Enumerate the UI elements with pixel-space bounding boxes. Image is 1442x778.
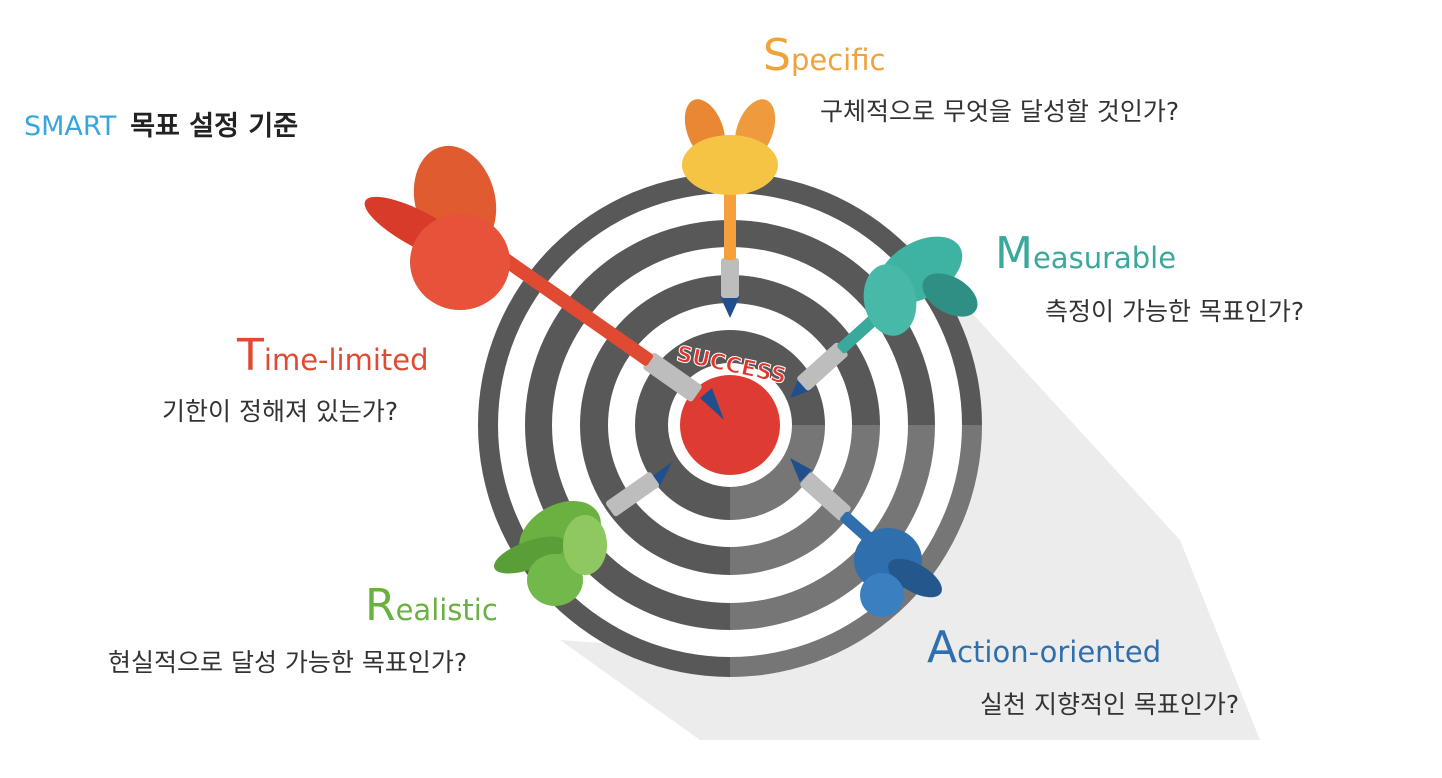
time-heading: Time-limited: [237, 330, 429, 381]
dart-realistic-icon: [493, 462, 672, 606]
dart-specific-icon: [682, 99, 778, 318]
specific-rest: pecific: [790, 43, 886, 77]
realistic-rest: ealistic: [395, 593, 498, 627]
action-initial: A: [927, 622, 958, 673]
action-heading: Action-oriented: [927, 622, 1161, 673]
dart-action-icon: [790, 458, 942, 617]
action-rest: ction-oriented: [957, 635, 1162, 669]
dart-time-icon: [364, 145, 724, 420]
measurable-initial: M: [995, 228, 1033, 279]
action-question: 실천 지향적인 목표인가?: [980, 690, 1240, 719]
specific-initial: S: [763, 30, 791, 81]
time-rest: ime-limited: [263, 343, 429, 377]
realistic-question: 현실적으로 달성 가능한 목표인가?: [108, 648, 468, 677]
page-title: SMART 목표 설정 기준: [24, 104, 298, 143]
realistic-initial: R: [365, 580, 396, 631]
measurable-question: 측정이 가능한 목표인가?: [1045, 297, 1305, 326]
title-text: 목표 설정 기준: [130, 111, 299, 142]
specific-question: 구체적으로 무엇을 달성할 것인가?: [820, 97, 1180, 126]
dart-measurable-icon: [790, 236, 978, 398]
time-initial: T: [237, 330, 264, 381]
measurable-heading: Measurable: [995, 228, 1176, 279]
realistic-heading: Realistic: [365, 580, 498, 631]
time-question: 기한이 정해져 있는가?: [162, 397, 399, 426]
specific-heading: Specific: [763, 30, 885, 81]
title-accent: SMART: [24, 111, 117, 142]
measurable-rest: easurable: [1032, 241, 1177, 275]
